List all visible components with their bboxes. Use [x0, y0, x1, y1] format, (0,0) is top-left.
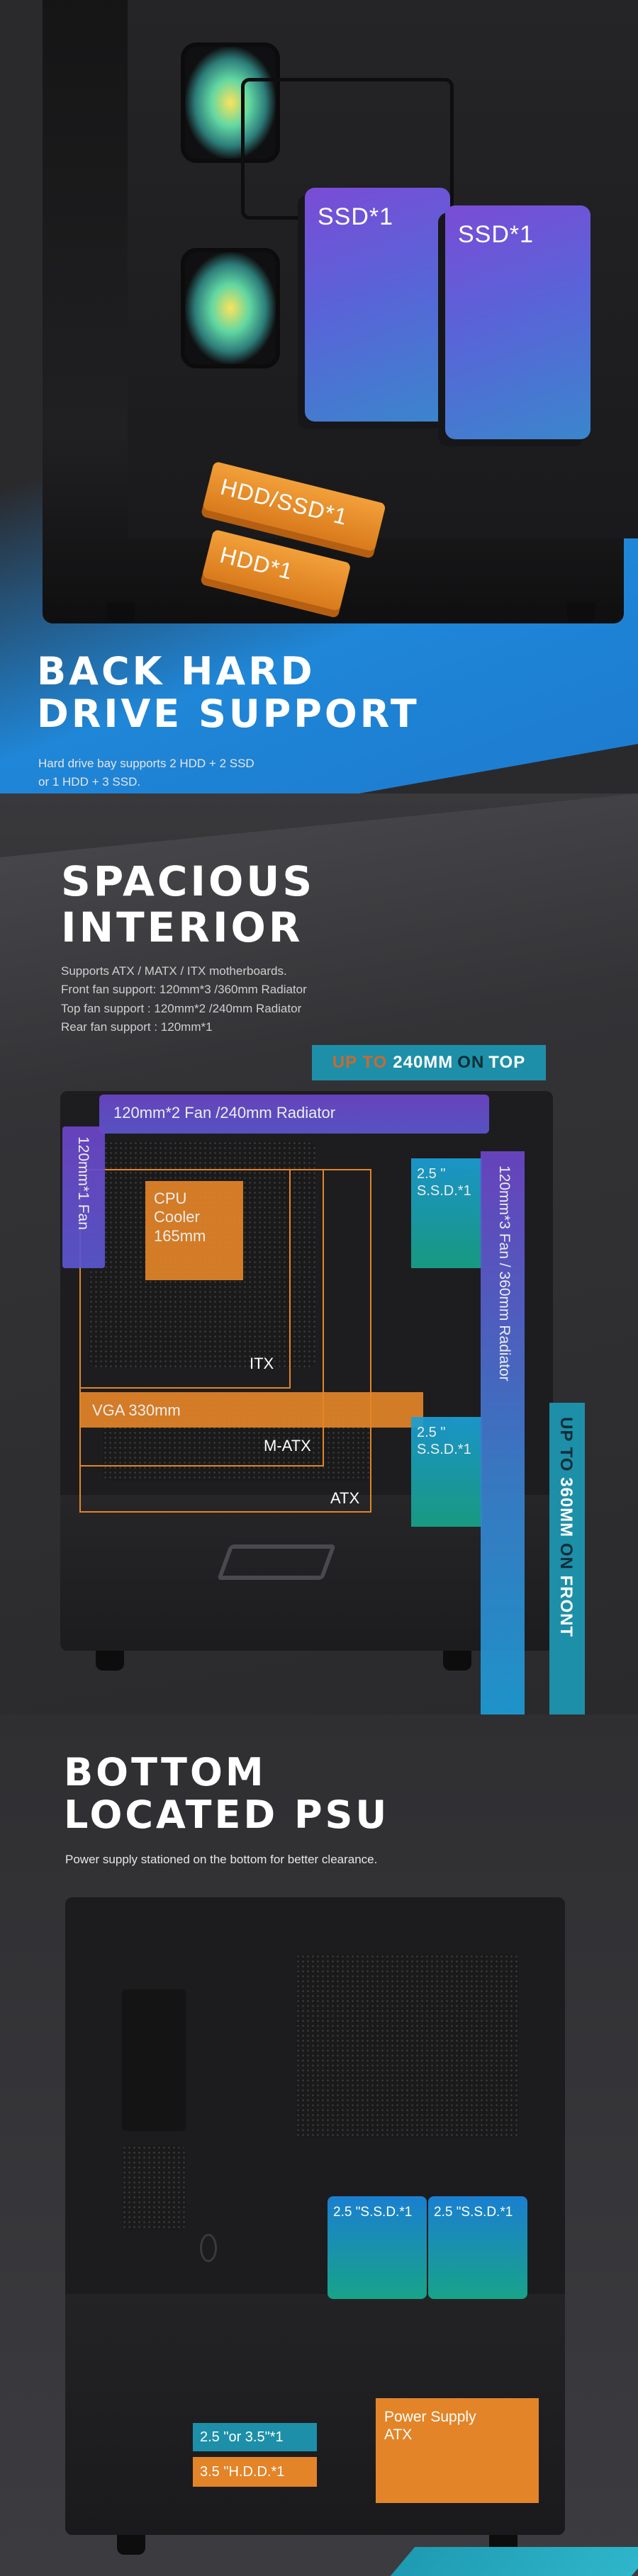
- ssd-slot-lower-label: 2.5 " S.S.D.*1: [417, 1424, 471, 1458]
- ssd-label-left: SSD*1: [318, 203, 394, 230]
- board-itx-label: ITX: [250, 1355, 274, 1372]
- interior-section: SPACIOUS INTERIOR Supports ATX / MATX / …: [0, 793, 638, 1714]
- front-banner-part4: FRONT: [556, 1575, 576, 1638]
- case2-foot-left: [96, 1651, 124, 1671]
- board-matx-label: M-ATX: [264, 1437, 311, 1454]
- top-banner: UP TO 240MM ON TOP: [312, 1045, 546, 1080]
- cable-cutout-upper: [122, 1989, 186, 2131]
- hdd-35-slot: 3.5 "H.D.D.*1: [193, 2457, 317, 2487]
- rear-mesh-panel: [296, 1954, 519, 2138]
- cpu-cooler-label: CPU Cooler 165mm: [154, 1190, 206, 1245]
- top-banner-part3: ON: [457, 1053, 485, 1072]
- ssd-plate-right: SSD*1: [445, 205, 591, 439]
- psu-section: BOTTOM LOCATED PSU Power supply statione…: [0, 1714, 638, 2576]
- front-banner: UP TO 360MM ON FRONT: [549, 1403, 585, 1714]
- top-banner-part2: 240MM: [393, 1053, 454, 1072]
- psu-zone: Power Supply ATX: [376, 2398, 539, 2503]
- back-drive-desc-line2: or 1 HDD + 3 SSD.: [38, 775, 141, 789]
- hdd-tray-label: HDD*1: [217, 541, 296, 585]
- vga-zone: VGA 330mm: [79, 1392, 423, 1428]
- teal-accent-bar: [379, 2547, 638, 2576]
- atx-outline: [79, 1169, 371, 1513]
- case2-foot-right: [443, 1651, 471, 1671]
- cpu-cooler-line2: Cooler: [154, 1208, 200, 1226]
- back-drive-desc-line1: Hard drive bay supports 2 HDD + 2 SSD: [38, 757, 254, 770]
- ssd-slot-lower: 2.5 " S.S.D.*1: [411, 1417, 482, 1527]
- grommet-icon: [200, 2234, 217, 2262]
- drive-25-35-slot: 2.5 "or 3.5"*1: [193, 2423, 317, 2451]
- drive-25-35-label: 2.5 "or 3.5"*1: [200, 2429, 284, 2445]
- rear-fan-panel: 120mm*1 Fan: [62, 1126, 105, 1268]
- ssd-slot-upper-label: 2.5 " S.S.D.*1: [417, 1165, 471, 1199]
- top-banner-part4: TOP: [488, 1053, 526, 1072]
- rgb-fan-lower: [181, 248, 280, 368]
- ssd-bay-right: 2.5 "S.S.D.*1: [428, 2196, 527, 2299]
- rgb-fan-upper: [181, 43, 280, 163]
- hdd-35-label: 3.5 "H.D.D.*1: [200, 2464, 285, 2480]
- brand-logo-icon: [216, 1544, 337, 1580]
- psu-label-line1: Power Supply: [384, 2409, 476, 2425]
- spec-line-boards: Supports ATX / MATX / ITX motherboards.: [61, 964, 287, 978]
- front-banner-part1: UP TO: [556, 1417, 576, 1472]
- cpu-cooler-line1: CPU: [154, 1190, 187, 1207]
- vga-label: VGA 330mm: [92, 1401, 181, 1419]
- back-drive-title-line1: BACK HARD: [37, 649, 315, 694]
- interior-title-line2: INTERIOR: [61, 903, 303, 951]
- ssd-label-right: SSD*1: [458, 221, 535, 248]
- front-banner-part3: ON: [556, 1542, 576, 1570]
- top-banner-part1: UP TO: [332, 1053, 388, 1072]
- psu-label: Power Supply ATX: [384, 2408, 476, 2444]
- psu-title: BOTTOM LOCATED PSU: [64, 1751, 389, 1837]
- front-banner-text: UP TO 360MM ON FRONT: [556, 1417, 576, 1637]
- case-foot-right: [567, 602, 595, 622]
- ssd-slot-lower-line1: 2.5 ": [417, 1425, 446, 1440]
- cpu-cooler-line3: 165mm: [154, 1226, 206, 1245]
- back-drive-description: Hard drive bay supports 2 HDD + 2 SSD or…: [38, 755, 254, 792]
- front-banner-part2: 360MM: [556, 1477, 576, 1538]
- back-drive-section: SSD*1 SSD*1 HDD/SSD*1 HDD*1 BACK HARD DR…: [0, 0, 638, 857]
- psu-label-line2: ATX: [384, 2427, 413, 2444]
- psu-description: Power supply stationed on the bottom for…: [65, 1853, 378, 1866]
- psu-title-line1: BOTTOM: [64, 1750, 267, 1795]
- spec-line-front: Front fan support: 120mm*3 /360mm Radiat…: [61, 983, 307, 997]
- ssd-slot-lower-line2: S.S.D.*1: [417, 1442, 471, 1457]
- ssd-bay-left: 2.5 "S.S.D.*1: [328, 2196, 427, 2299]
- psu-title-line2: LOCATED PSU: [64, 1792, 390, 1838]
- front-fan-label: 120mm*3 Fan / 360mm Radiator: [496, 1165, 513, 1382]
- ssd-slot-upper-line1: 2.5 ": [417, 1166, 446, 1182]
- board-atx-label: ATX: [330, 1489, 360, 1507]
- ssd-bay-left-label: 2.5 "S.S.D.*1: [333, 2205, 413, 2220]
- front-fan-panel: 120mm*3 Fan / 360mm Radiator: [481, 1151, 525, 1714]
- motherboard-tray-mesh: [89, 1141, 315, 1367]
- ssd-plate-left: SSD*1: [305, 188, 450, 422]
- back-drive-title: BACK HARD DRIVE SUPPORT: [37, 650, 420, 736]
- interior-title: SPACIOUS INTERIOR: [61, 859, 315, 951]
- ssd-slot-upper-line2: S.S.D.*1: [417, 1183, 471, 1199]
- cpu-cooler-zone: CPU Cooler 165mm: [145, 1181, 243, 1280]
- case-foot-left: [106, 602, 135, 622]
- ssd-bay-right-label: 2.5 "S.S.D.*1: [434, 2205, 513, 2220]
- spec-line-rear: Rear fan support : 120mm*1: [61, 1020, 213, 1034]
- rear-fan-label: 120mm*1 Fan: [75, 1136, 91, 1230]
- back-drive-title-line2: DRIVE SUPPORT: [37, 691, 420, 737]
- ssd-slot-upper: 2.5 " S.S.D.*1: [411, 1158, 482, 1268]
- case3-foot-left: [117, 2535, 145, 2555]
- top-fan-label: 120mm*2 Fan /240mm Radiator: [113, 1104, 336, 1122]
- spec-line-top: Top fan support : 120mm*2 /240mm Radiato…: [61, 1001, 302, 1015]
- cable-cutout-mesh: [122, 2145, 186, 2230]
- interior-specs: Supports ATX / MATX / ITX motherboards. …: [61, 962, 307, 1036]
- interior-title-line1: SPACIOUS: [61, 857, 315, 905]
- top-fan-panel: 120mm*2 Fan /240mm Radiator: [99, 1095, 489, 1134]
